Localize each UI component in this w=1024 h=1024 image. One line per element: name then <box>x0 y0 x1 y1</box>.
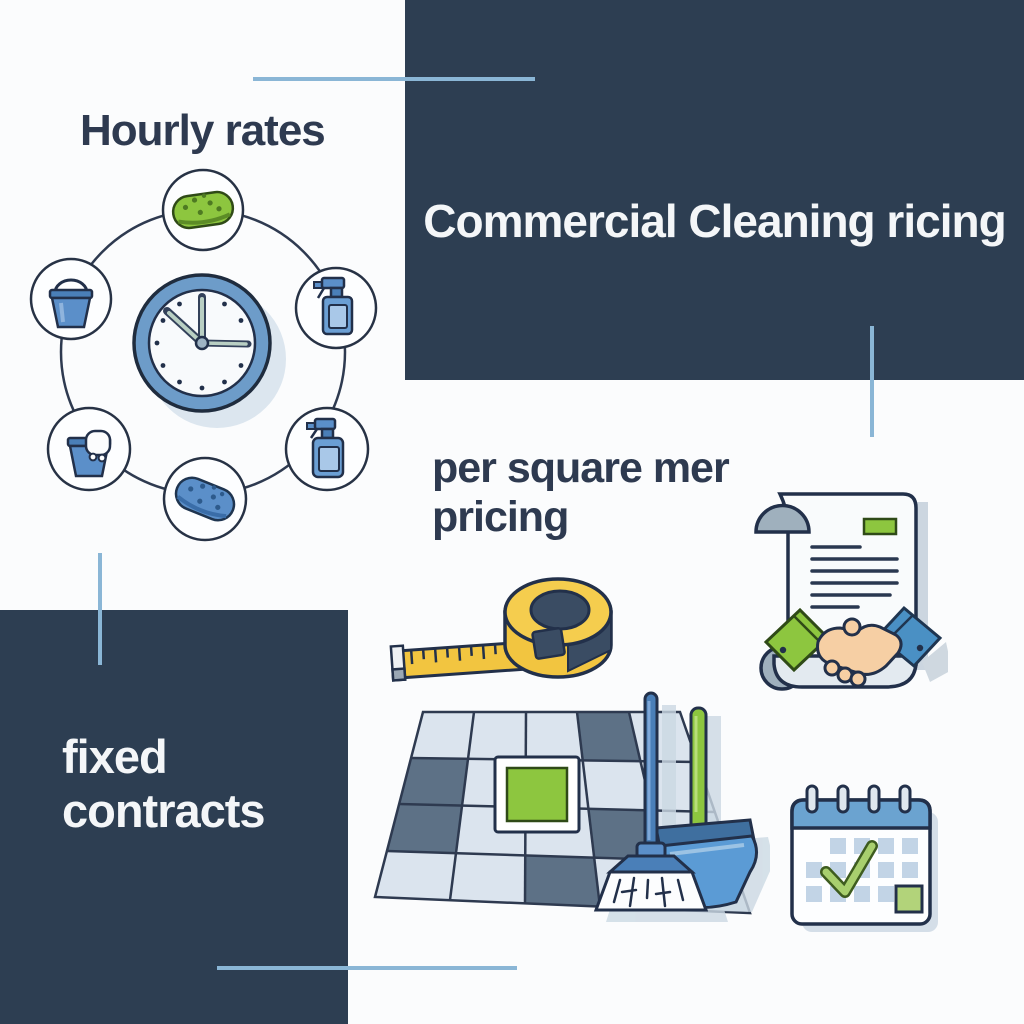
broom-icon <box>593 691 709 912</box>
accent-line-right-vertical <box>870 326 874 437</box>
document-green-tag <box>862 517 898 536</box>
contract-scroll-icon <box>754 492 948 691</box>
green-tile-icon <box>493 755 581 834</box>
bucket-towel-icon <box>46 406 132 492</box>
bottom-left-navy-panel <box>0 610 348 1024</box>
per-sqm-line2: pricing <box>432 492 569 541</box>
per-sqm-line1: per square mer <box>432 444 730 492</box>
top-right-navy-panel <box>405 0 1024 380</box>
accent-line-mid-vertical <box>98 553 102 665</box>
scroll-top-curl <box>754 503 811 534</box>
calendar-rings <box>805 784 912 814</box>
spray-bottle-2-icon <box>284 406 370 492</box>
sponge-green-icon <box>161 168 245 252</box>
accent-line-bottom <box>217 966 517 970</box>
tape-measure-icon <box>389 577 613 682</box>
square-meter-scene <box>373 577 770 922</box>
fixed-line2: contracts <box>62 784 266 838</box>
calendar-checkmark <box>820 840 878 898</box>
hourly-icons-ring <box>29 168 378 542</box>
fixed-line1: fixed <box>62 730 168 783</box>
main-title: Commercial Cleaning ricing <box>423 195 1006 247</box>
hourly-rates-title: Hourly rates <box>80 106 326 155</box>
bucket-icon <box>29 257 113 341</box>
clock-icon <box>132 273 286 428</box>
calendar-green-square <box>894 884 924 914</box>
accent-line-top <box>253 77 535 81</box>
calendar-check-icon <box>790 784 938 932</box>
calendar-header <box>790 798 932 830</box>
handshake-icon <box>763 605 948 688</box>
sponge-blue-icon <box>162 456 248 542</box>
document-text-lines <box>810 545 899 609</box>
spray-bottle-icon <box>294 266 378 350</box>
